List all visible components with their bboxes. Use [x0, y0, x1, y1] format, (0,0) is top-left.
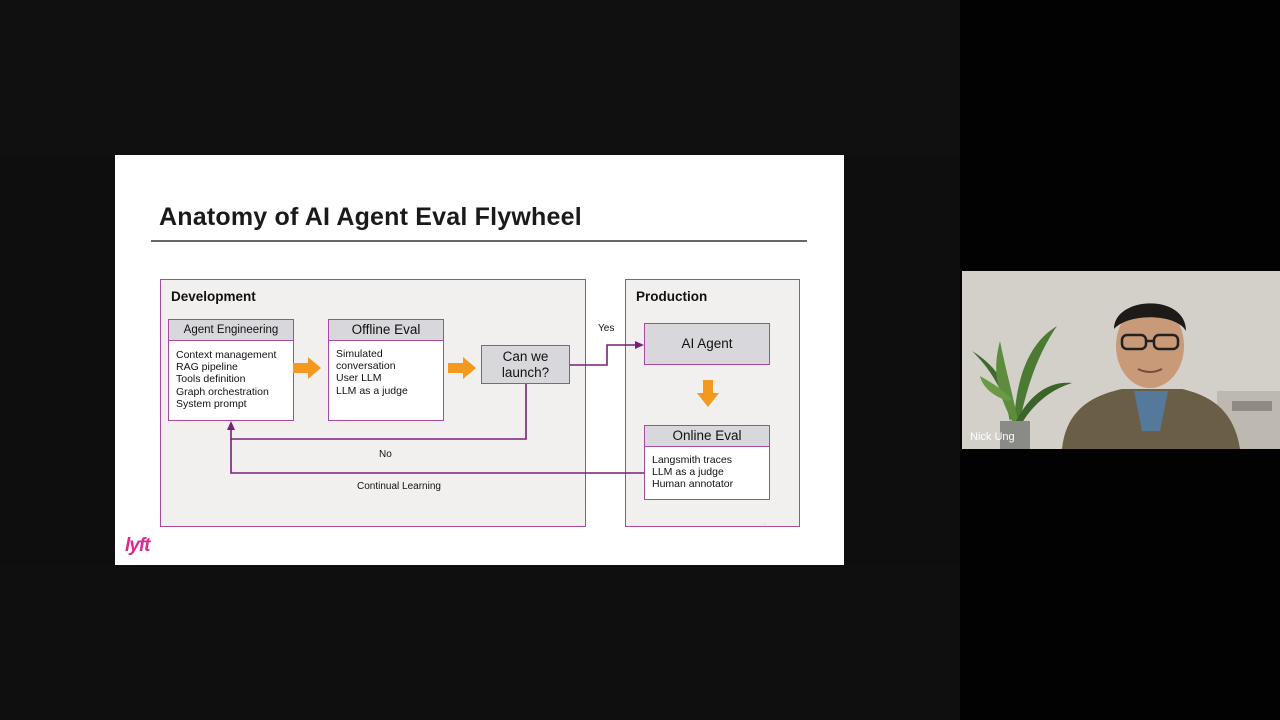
page-number-mark: · [764, 522, 766, 528]
list-item: conversation [336, 360, 396, 373]
list-item: Human annotator [652, 478, 734, 491]
list-item: Context management [176, 349, 277, 361]
presentation-slide: Anatomy of AI Agent Eval Flywheel Develo… [115, 155, 844, 565]
orange-down-arrow-icon [697, 380, 719, 407]
offline-eval-box: Offline Eval Simulated conversation User… [328, 319, 444, 421]
no-label: No [379, 449, 392, 460]
agent-engineering-list: Context management RAG pipeline Tools de… [169, 341, 293, 410]
no-connector [230, 384, 527, 440]
ai-agent-box: AI Agent [644, 323, 770, 365]
participant-video-frame [962, 271, 1280, 449]
slide-title: Anatomy of AI Agent Eval Flywheel [159, 203, 582, 231]
screen-share-stage: Anatomy of AI Agent Eval Flywheel Develo… [0, 0, 960, 720]
list-item: System prompt [176, 397, 247, 410]
launch-line-2: launch? [501, 365, 550, 380]
arrowhead-icon [227, 421, 235, 430]
participant-name: Nick Ung [970, 431, 1015, 443]
lyft-logo: lyft [125, 535, 150, 556]
continual-learning-label: Continual Learning [357, 481, 441, 492]
yes-connector [570, 344, 636, 366]
agent-engineering-title: Agent Engineering [169, 320, 293, 341]
orange-arrow-icon [293, 357, 321, 379]
yes-label: Yes [598, 323, 615, 334]
flow-arrows [227, 341, 719, 474]
list-item: Graph orchestration [176, 385, 269, 398]
list-item: Langsmith traces [652, 454, 732, 466]
list-item: LLM as a judge [652, 466, 724, 479]
online-eval-title: Online Eval [645, 426, 769, 447]
launch-line-1: Can we [502, 349, 549, 364]
participant-person-icon [1062, 303, 1240, 449]
offline-eval-list: Simulated conversation User LLM LLM as a… [329, 341, 443, 397]
orange-arrow-icon [448, 357, 476, 379]
list-item: RAG pipeline [176, 361, 238, 374]
agent-engineering-box: Agent Engineering Context management RAG… [168, 319, 294, 421]
list-item: LLM as a judge [336, 384, 408, 397]
arrowhead-icon [635, 341, 644, 349]
online-eval-box: Online Eval Langsmith traces LLM as a ju… [644, 425, 770, 500]
title-divider [151, 240, 807, 242]
letterbox-top [0, 0, 960, 155]
list-item: Tools definition [176, 373, 246, 386]
offline-eval-title: Offline Eval [329, 320, 443, 341]
list-item: Simulated [336, 348, 383, 360]
online-eval-list: Langsmith traces LLM as a judge Human an… [645, 447, 769, 491]
production-title: Production [636, 289, 708, 304]
launch-decision-box: Can we launch? [481, 345, 570, 384]
list-item: User LLM [336, 372, 382, 385]
plant-icon [972, 326, 1072, 449]
letterbox-bottom [0, 565, 960, 720]
continual-learning-connector [230, 439, 644, 474]
development-title: Development [171, 289, 256, 304]
participant-video-tile[interactable]: Nick Ung [962, 271, 1280, 449]
